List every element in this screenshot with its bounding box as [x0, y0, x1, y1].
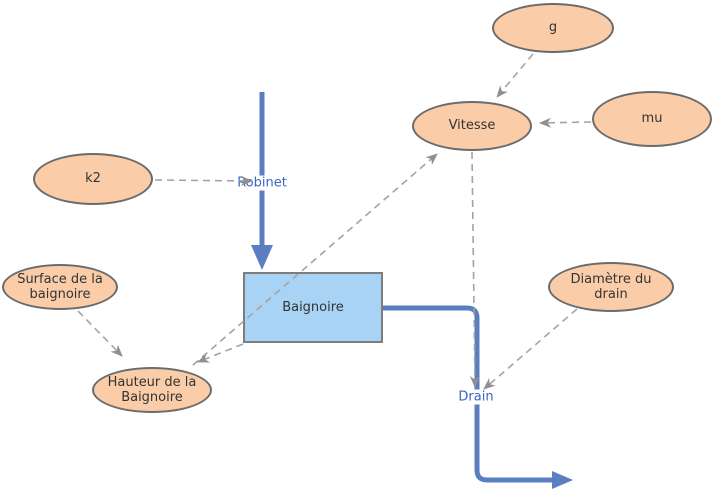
connector-k2-to-robinet[interactable] [154, 175, 253, 186]
variable-mu[interactable]: mu [592, 91, 712, 147]
outflow-arrowhead-icon [552, 471, 573, 489]
flow-label-drain[interactable]: Drain [455, 389, 497, 405]
inflow-arrowhead-icon [251, 245, 273, 270]
variable-k2[interactable]: k2 [33, 153, 153, 205]
connector-vitesse-to-drain[interactable] [469, 151, 480, 388]
connector-mu-to-vitesse[interactable] [539, 117, 592, 128]
connector-baignoire-to-hauteur[interactable] [197, 343, 244, 363]
connector-diametre-to-drain[interactable] [483, 308, 578, 390]
connector-surface-to-hauteur[interactable] [77, 310, 123, 357]
variable-surface-baignoire[interactable]: Surface de la baignoire [2, 264, 118, 310]
variable-diametre-drain[interactable]: Diamètre du drain [548, 262, 674, 312]
variable-g[interactable]: g [492, 3, 614, 53]
flow-label-robinet[interactable]: Robinet [234, 175, 290, 191]
stock-baignoire[interactable]: Baignoire [243, 272, 383, 343]
connector-g-to-vitesse[interactable] [496, 53, 534, 98]
variable-hauteur-baignoire[interactable]: Hauteur de la Baignoire [92, 367, 212, 413]
variable-vitesse[interactable]: Vitesse [412, 101, 532, 151]
connector-hauteur-to-vitesse[interactable] [192, 153, 438, 366]
